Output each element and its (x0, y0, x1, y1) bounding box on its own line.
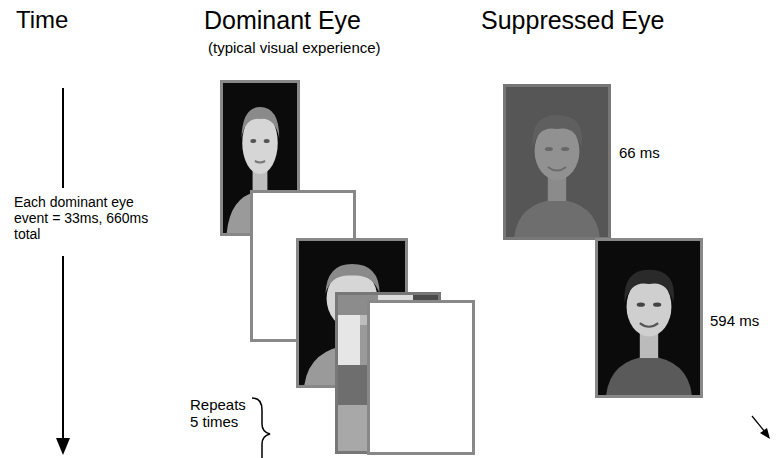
duration-label: 594 ms (710, 312, 772, 329)
blank-frame (367, 300, 475, 455)
repeat-bracket (252, 398, 270, 458)
dim-photo-frame (503, 84, 611, 240)
time-arrow (56, 88, 70, 455)
time-arrow-small (752, 416, 770, 439)
timing-note: Each dominant eye event = 33ms, 660ms to… (14, 194, 154, 242)
axis-title: Time (16, 6, 116, 34)
column-heading: Dominant Eye (204, 6, 404, 35)
column-heading: Suppressed Eye (481, 6, 721, 35)
duration-label: 66 ms (619, 144, 699, 161)
photo-frame (595, 238, 703, 398)
repeat-note: Repeats 5 times (190, 396, 256, 431)
column-subheading: (typical visual experience) (208, 39, 438, 56)
